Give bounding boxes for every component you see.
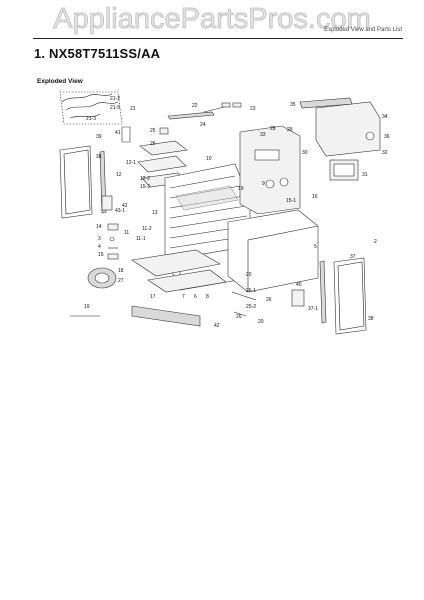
callout-label: 13: [152, 210, 158, 216]
callout-label: 5: [314, 244, 317, 250]
rear-panel: [239, 125, 301, 215]
back-cover: [299, 97, 381, 157]
wire-harness: [59, 91, 123, 125]
callout-label: 12: [116, 172, 122, 178]
callout-label: 8: [206, 294, 209, 300]
callout-label: 35: [290, 102, 296, 108]
callout-label: 24: [200, 122, 206, 128]
filter: [329, 159, 359, 181]
insulation-wrap: [227, 209, 319, 293]
callout-label: 31: [362, 172, 368, 178]
callout-label: 7: [182, 294, 185, 300]
header-rule: [33, 38, 403, 39]
section-label: Exploded View: [37, 78, 83, 85]
callout-label: 11-2: [142, 226, 152, 232]
callout-label: 19: [84, 304, 90, 310]
top-clips: [159, 102, 242, 135]
callout-label: 37-1: [308, 306, 318, 312]
callout-label: 22: [192, 103, 198, 109]
bracket: [121, 126, 131, 143]
callout-label: 21-2: [110, 96, 120, 102]
callout-label: 34: [382, 114, 388, 120]
callout-label: 27: [118, 278, 124, 284]
callout-label: 21-3: [86, 116, 96, 122]
callout-label: 39: [96, 134, 102, 140]
header-note: Exploded View and Parts List: [324, 27, 402, 33]
callout-label: 12-1: [126, 160, 136, 166]
callout-label: 18: [118, 268, 124, 274]
callout-label: 38: [368, 316, 374, 322]
callout-label: 6: [194, 294, 197, 300]
callout-label: 40: [296, 282, 302, 288]
callout-label: 20: [246, 272, 252, 278]
callout-label: 37: [350, 254, 356, 260]
callout-label: 4: [98, 244, 101, 250]
callout-label: 11: [124, 230, 129, 236]
callout-label: 21-5: [110, 105, 120, 111]
rail-bracket: [291, 289, 305, 307]
callout-label: 30: [302, 150, 308, 156]
callout-label: 29: [287, 127, 293, 133]
callout-label: 25: [150, 128, 156, 134]
callout-label: 14: [96, 224, 102, 230]
callout-label: 20: [258, 319, 264, 325]
watermark: AppliancePartsPros.com: [53, 3, 371, 36]
callout-label: 26: [236, 314, 242, 320]
callout-label: 15-1: [286, 198, 296, 204]
callout-label: 2: [374, 239, 377, 245]
callout-label: 15: [98, 252, 104, 258]
callout-label: 43-1: [115, 208, 125, 214]
callout-label: 3: [98, 236, 101, 242]
watermark-text: AppliancePartsPros.com: [53, 3, 371, 35]
small-parts-left: [107, 223, 119, 260]
top-sensor-bar: [167, 105, 229, 120]
left-side-panel: [59, 145, 93, 219]
callout-label: 38: [96, 154, 102, 160]
rod: [231, 291, 257, 317]
callout-label: 10: [206, 156, 212, 162]
callout-label: 9: [262, 181, 265, 187]
callout-label: 21: [130, 106, 136, 112]
callout-label: 17: [150, 294, 156, 300]
callout-label: 26: [150, 141, 156, 147]
callout-label: 11-1: [136, 236, 146, 242]
callout-label: 26-1: [246, 288, 256, 294]
callout-label: 19: [238, 186, 244, 192]
callout-label: 26: [266, 297, 272, 303]
bottom-plinth: [131, 305, 201, 327]
callout-label: 36: [384, 134, 390, 140]
callout-labels: 21-2 21-5 21 21-3 22 24 23 25 41 26 33 3…: [84, 96, 390, 329]
callout-label: 42: [122, 203, 128, 209]
model-title: 1. NX58T7511SS/AA: [34, 46, 161, 61]
right-door-panel: [319, 257, 367, 335]
callout-label: 25-2: [246, 304, 256, 310]
callout-label: 23: [250, 106, 256, 112]
callout-label: 33: [260, 132, 266, 138]
callout-label: 42: [214, 323, 220, 329]
callout-label: 15-3: [140, 184, 150, 190]
callout-label: 41: [115, 130, 121, 136]
callout-label: 16: [312, 194, 318, 200]
callout-label: 12-2: [140, 176, 150, 182]
callout-label: 28: [270, 126, 276, 132]
drawer-base: [87, 249, 227, 293]
callout-label: 32: [382, 150, 388, 156]
latch: [101, 195, 113, 211]
